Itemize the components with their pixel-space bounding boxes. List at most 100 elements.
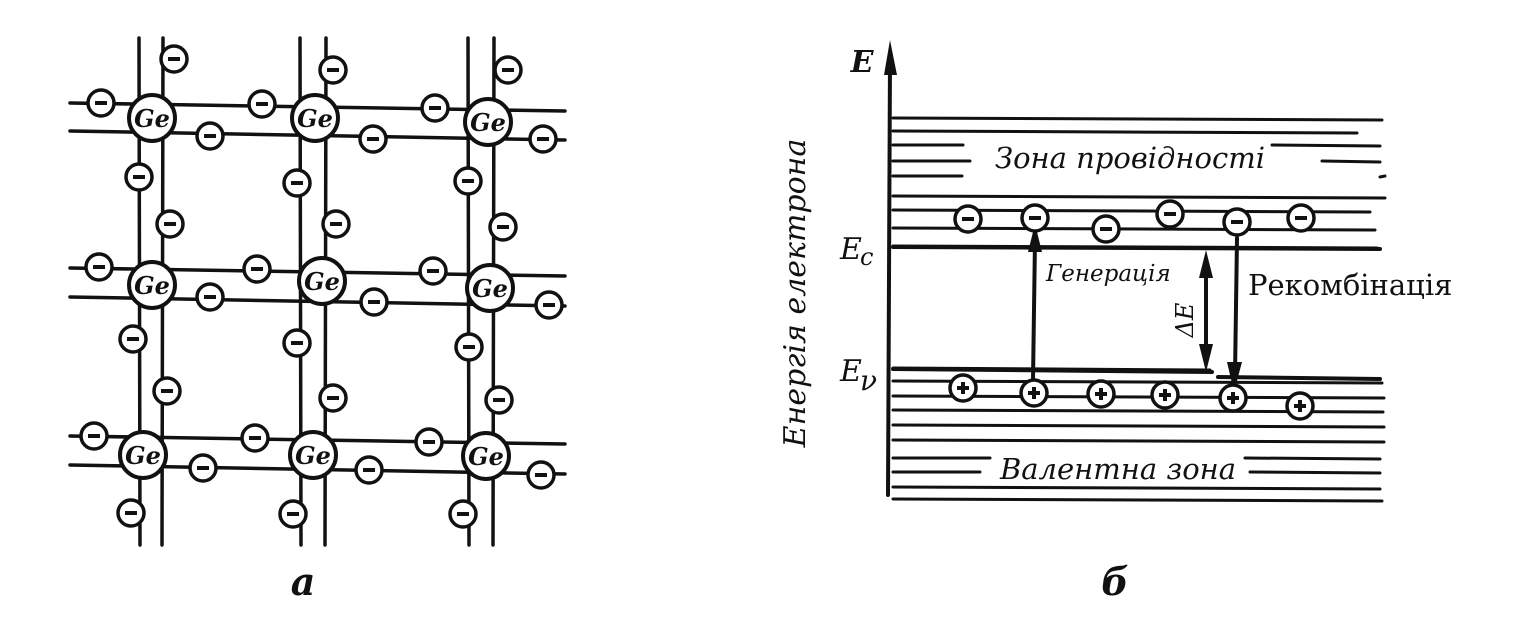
ge-atom-label: Ge	[125, 441, 161, 470]
electron-minus-sign	[427, 269, 439, 273]
electron-minus-sign	[204, 134, 216, 138]
ge-atom: Ge	[127, 93, 177, 143]
caption-a: а	[291, 559, 316, 604]
valence-electron	[118, 324, 148, 354]
ec-label: E	[839, 232, 862, 267]
ge-atom: Ge	[465, 263, 515, 313]
electron-minus-sign	[543, 303, 555, 307]
electron-minus-sign	[537, 137, 549, 141]
valence-electron	[534, 290, 564, 320]
gap-arrowhead-down	[1199, 344, 1213, 372]
recombination-arrow-shaft	[1233, 236, 1239, 377]
ec-level-line	[891, 245, 1382, 251]
valence-electron	[247, 89, 277, 119]
electron-minus-sign	[168, 57, 180, 61]
valence-electron	[448, 499, 478, 529]
conduction-electron	[953, 204, 983, 234]
hole-plus-vertical	[961, 382, 965, 394]
electron-minus-sign	[1231, 220, 1243, 224]
ge-atom: Ge	[290, 93, 340, 143]
ge-atom: Ge	[297, 256, 347, 306]
valence-electron	[454, 332, 484, 362]
electron-minus-sign	[133, 175, 145, 179]
electron-minus-sign	[429, 106, 441, 110]
caption-b: б	[1101, 559, 1128, 604]
ev-label: E	[839, 354, 862, 389]
valence-electron	[488, 212, 518, 242]
gap-label: ΔE	[1171, 302, 1199, 338]
valence-electron	[240, 423, 270, 453]
energy-axis-arrowhead	[884, 40, 897, 75]
electron-minus-sign	[127, 337, 139, 341]
conduction-electron	[1155, 199, 1185, 229]
valence-electron	[321, 209, 351, 239]
electron-minus-sign	[1295, 216, 1307, 220]
panel-b-energy-bands	[884, 40, 1387, 503]
ge-atom-label: Ge	[304, 267, 340, 296]
electron-minus-sign	[502, 68, 514, 72]
valence-electron	[528, 124, 558, 154]
electron-minus-sign	[93, 265, 105, 269]
ge-atom-circle	[297, 256, 347, 306]
electron-minus-sign	[291, 181, 303, 185]
ge-atom-circle	[290, 93, 340, 143]
ge-atom-label: Ge	[470, 108, 506, 137]
valence-electron	[453, 166, 483, 196]
valence-hole	[1285, 391, 1315, 421]
valence-electron	[354, 455, 384, 485]
electron-minus-sign	[287, 512, 299, 516]
electron-minus-sign	[1029, 216, 1041, 220]
electron-minus-sign	[368, 300, 380, 304]
electron-minus-sign	[88, 434, 100, 438]
conduction-electron	[1091, 214, 1121, 244]
valence-electron	[116, 498, 146, 528]
valence-electron	[359, 287, 389, 317]
valence-electron	[318, 383, 348, 413]
valence-electron	[358, 124, 388, 154]
ge-atom-label: Ge	[468, 442, 504, 471]
valence-electron	[159, 44, 189, 74]
ge-atom-label: Ge	[295, 441, 331, 470]
valence-band-line	[891, 497, 1384, 503]
electron-minus-sign	[962, 217, 974, 221]
energy-axis-symbol: E	[850, 45, 875, 80]
electron-minus-sign	[497, 225, 509, 229]
valence-electron	[418, 256, 448, 286]
generation-label: Генерація	[1045, 261, 1171, 287]
ge-atom-circle	[461, 431, 511, 481]
electron-minus-sign	[535, 473, 547, 477]
valence-electron	[195, 282, 225, 312]
valence-electron	[493, 55, 523, 85]
valence-hole	[1218, 383, 1248, 413]
electron-minus-sign	[251, 267, 263, 271]
ge-atom-label: Ge	[297, 104, 333, 133]
hole-plus-vertical	[1231, 392, 1235, 404]
ge-atom: Ge	[288, 430, 338, 480]
ge-atom-circle	[463, 97, 513, 147]
ev-subscript: ν	[860, 364, 877, 397]
valence-band-line	[1248, 470, 1382, 475]
ev-level-line	[891, 367, 1214, 374]
conduction-band-line	[1378, 174, 1387, 179]
conduction-electron	[1222, 207, 1252, 237]
ge-atom-circle	[288, 430, 338, 480]
conduction-band-line	[891, 194, 1387, 200]
valence-electron	[155, 209, 185, 239]
electron-minus-sign	[367, 137, 379, 141]
ge-atom: Ge	[127, 260, 177, 310]
electron-minus-sign	[95, 101, 107, 105]
ev-level-line	[1216, 375, 1382, 381]
valence-band-line	[891, 423, 1386, 429]
electron-minus-sign	[457, 512, 469, 516]
valence-band-label: Валентна зона	[999, 452, 1236, 486]
hole-plus-vertical	[1163, 389, 1167, 401]
ge-atom-label: Ge	[134, 104, 170, 133]
valence-electron	[195, 121, 225, 151]
conduction-band-line	[891, 129, 1359, 135]
electron-minus-sign	[291, 341, 303, 345]
electron-minus-sign	[1164, 212, 1176, 216]
conduction-band-line	[1270, 143, 1382, 148]
electron-minus-sign	[256, 102, 268, 106]
